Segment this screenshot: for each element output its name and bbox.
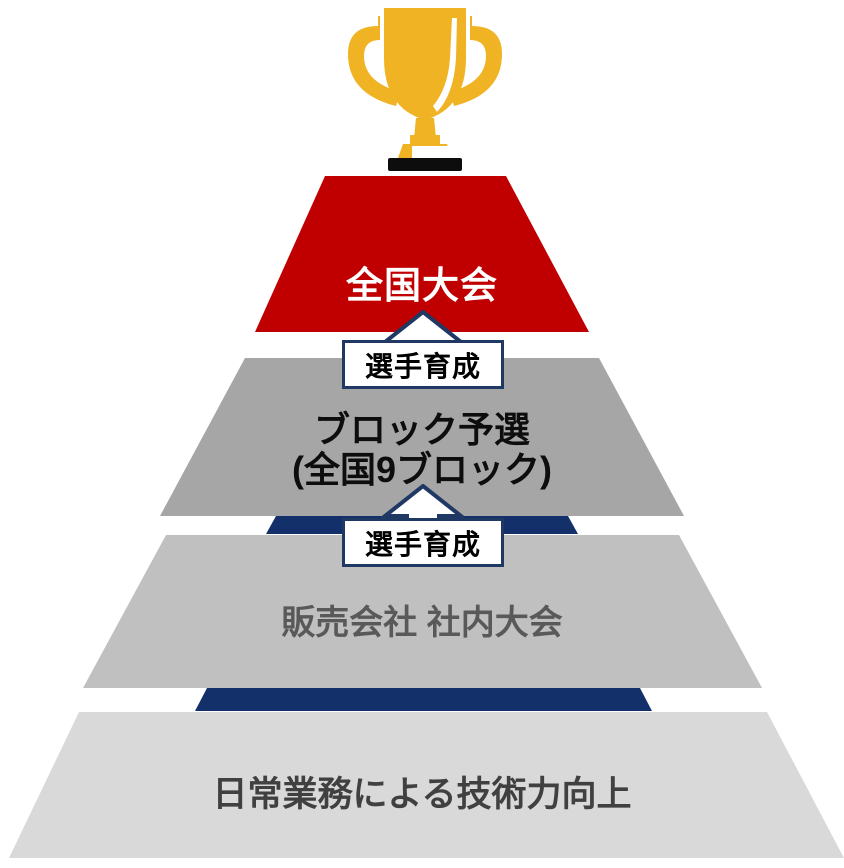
pyramid-divider-2	[195, 688, 652, 711]
pyramid-level-1-label: 全国大会	[346, 265, 498, 307]
connector-callout-1-label: 選手育成	[364, 350, 481, 382]
connector-callout-2[interactable]: 選手育成	[342, 518, 504, 567]
pyramid-level-1[interactable]: 全国大会	[255, 176, 589, 332]
pyramid-level-4[interactable]: 日常業務による技術力向上	[9, 712, 844, 858]
pyramid-level-2-label-line1: ブロック予選	[313, 408, 530, 450]
trophy-icon	[340, 2, 510, 174]
pyramid-level-2-label-line2: (全国9ブロック)	[292, 449, 552, 490]
pyramid-level-3-label: 販売会社 社内大会	[281, 604, 563, 643]
connector-callout-2-label: 選手育成	[364, 528, 481, 560]
pyramid-level-4-label: 日常業務による技術力向上	[212, 775, 632, 815]
connector-callout-1[interactable]: 選手育成	[342, 340, 504, 389]
